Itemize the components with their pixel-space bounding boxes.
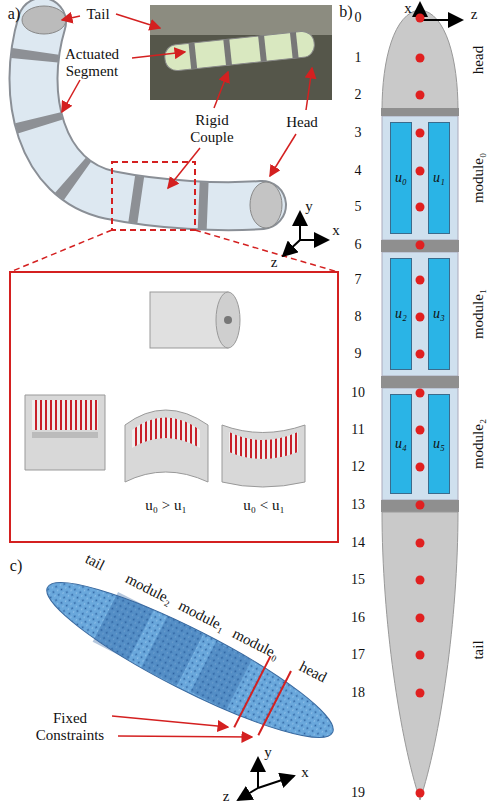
module-band: module₁u₂u₃ <box>382 252 458 376</box>
node-dot <box>416 389 425 398</box>
label: z <box>471 6 478 23</box>
label: 14 <box>351 535 365 550</box>
label: 12 <box>351 459 365 474</box>
module-label: module₁ <box>470 289 487 339</box>
label: b) <box>339 3 352 21</box>
node-dot <box>416 129 425 138</box>
node-dot <box>416 54 425 63</box>
node-dot <box>416 91 425 100</box>
label: 19 <box>351 785 365 800</box>
label: 7 <box>355 272 362 287</box>
actuator-chamber: u₅ <box>428 394 450 494</box>
label: Tail <box>86 6 109 23</box>
actuator-label: u₅ <box>433 436 445 452</box>
label: 18 <box>351 685 365 700</box>
label: a) <box>8 5 20 23</box>
node-dot <box>416 203 425 212</box>
actuator-label: u₂ <box>395 306 407 322</box>
label: 11 <box>351 422 364 437</box>
label: 5 <box>355 199 362 214</box>
label: 0 <box>355 10 362 25</box>
label: x <box>332 222 340 239</box>
label: x <box>301 764 309 781</box>
label: 2 <box>355 87 362 102</box>
label: c) <box>10 557 22 575</box>
node-dot <box>416 426 425 435</box>
label: 1 <box>355 50 362 65</box>
node-dot <box>416 789 425 798</box>
label: 16 <box>351 610 365 625</box>
node-dot <box>416 14 425 23</box>
actuator-label: u₁ <box>433 170 445 186</box>
node-dot <box>416 689 425 698</box>
label: z <box>271 254 278 271</box>
label: Head <box>286 114 318 131</box>
node-dot <box>416 614 425 623</box>
actuator-label: u₀ <box>395 170 407 186</box>
label: 3 <box>355 125 362 140</box>
module-label: module₂ <box>470 419 487 469</box>
node-dot <box>416 539 425 548</box>
node-dot <box>416 501 425 510</box>
label: head <box>470 46 487 74</box>
label: 8 <box>355 309 362 324</box>
label: tail <box>83 550 108 573</box>
label: x <box>404 0 412 16</box>
label: 17 <box>351 647 365 662</box>
label: u₀ > u₁ <box>145 497 186 514</box>
label: head <box>297 658 330 686</box>
label: 10 <box>351 385 365 400</box>
node-dot <box>416 651 425 660</box>
node-dot <box>416 167 425 176</box>
label: 13 <box>351 497 365 512</box>
actuator-chamber: u₁ <box>428 122 450 234</box>
actuator-chamber: u₄ <box>390 394 412 494</box>
label: u₀ < u₁ <box>243 497 284 514</box>
node-dot <box>416 576 425 585</box>
label: 9 <box>355 346 362 361</box>
actuator-chamber: u₀ <box>390 122 412 234</box>
label: 4 <box>355 163 362 178</box>
actuator-chamber: u₂ <box>390 258 412 370</box>
label: z <box>223 788 230 805</box>
label: Actuated Segment <box>52 46 132 79</box>
node-dot <box>416 241 425 250</box>
label: y <box>264 744 272 761</box>
node-dot <box>416 350 425 359</box>
module-band: module₂u₄u₅ <box>382 388 458 500</box>
actuator-label: u₄ <box>395 436 407 452</box>
module-band: module₀u₀u₁ <box>382 116 458 240</box>
label: Rigid Couple <box>181 112 243 145</box>
label: Fixed Constraints <box>28 710 113 743</box>
label: 6 <box>355 237 362 252</box>
label: tail <box>470 640 487 659</box>
actuator-label: u₃ <box>433 306 445 322</box>
node-dot <box>416 276 425 285</box>
actuator-chamber: u₃ <box>428 258 450 370</box>
module-label: module₀ <box>470 153 487 203</box>
node-dot <box>416 313 425 322</box>
label: y <box>305 198 313 215</box>
label: 15 <box>351 572 365 587</box>
node-dot <box>416 463 425 472</box>
